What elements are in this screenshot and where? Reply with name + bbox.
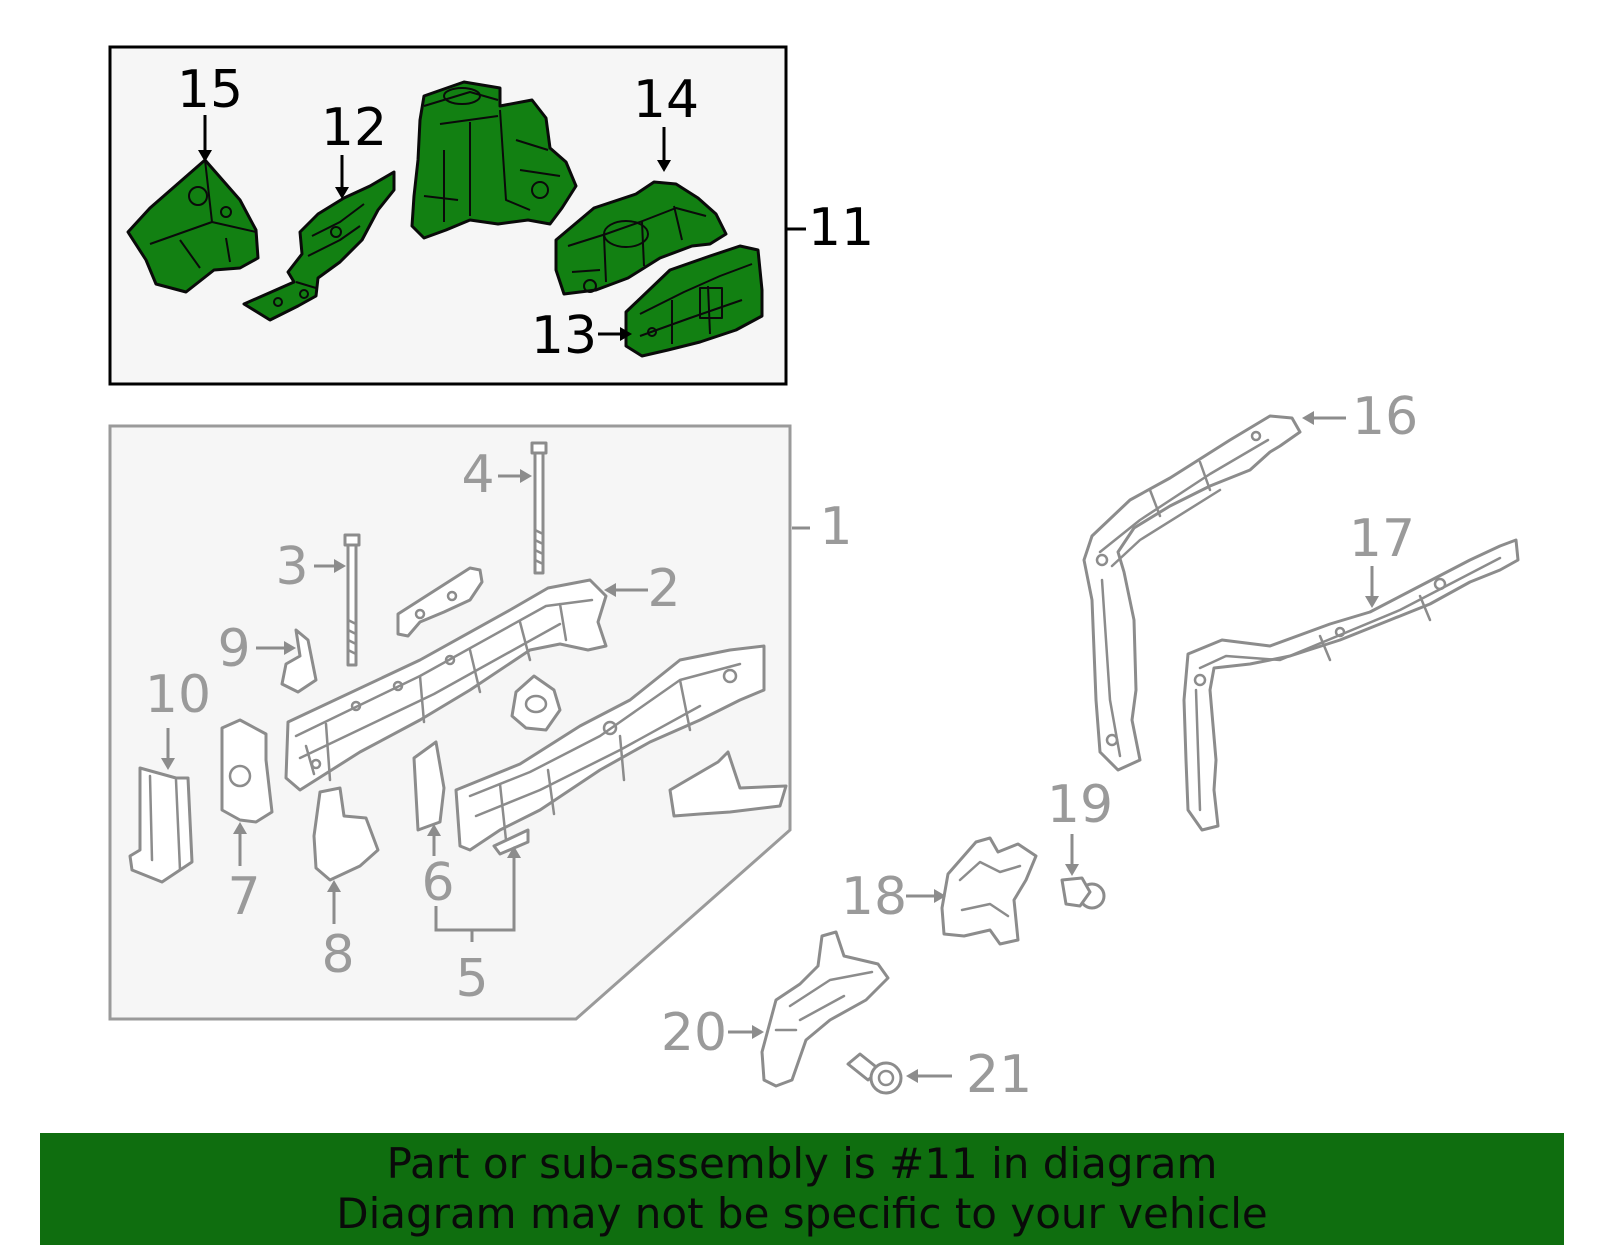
- callout-1: 1: [819, 497, 852, 557]
- part-15[interactable]: [126, 158, 260, 294]
- part-7-bracket[interactable]: [220, 718, 274, 824]
- part-12[interactable]: [242, 170, 396, 322]
- part-19-clip[interactable]: [1060, 876, 1106, 910]
- bracket-right[interactable]: [668, 750, 788, 818]
- callout-18: 18: [841, 867, 907, 927]
- callout-13: 13: [531, 306, 597, 366]
- part-9-bracket[interactable]: [280, 628, 318, 694]
- part-14[interactable]: [554, 180, 728, 296]
- part-20-bracket[interactable]: [760, 930, 890, 1088]
- callout-11: 11: [808, 198, 874, 258]
- callout-8: 8: [321, 925, 354, 985]
- assembly-11-group: 15 12 14 13 11: [108, 45, 874, 386]
- callout-6: 6: [421, 853, 454, 913]
- banner-line-2: Diagram may not be specific to your vehi…: [336, 1189, 1268, 1238]
- callout-20: 20: [661, 1003, 727, 1063]
- callout-5: 5: [455, 949, 488, 1009]
- callout-14: 14: [633, 70, 699, 130]
- part-5-rail[interactable]: [454, 644, 766, 856]
- part-10-bracket[interactable]: [128, 766, 194, 884]
- part-6-plate[interactable]: [412, 740, 446, 832]
- callout-19: 19: [1047, 775, 1113, 835]
- callout-15: 15: [177, 60, 243, 120]
- callout-10: 10: [145, 665, 211, 725]
- part-2-rail[interactable]: [284, 578, 608, 792]
- callout-9: 9: [217, 619, 250, 679]
- callout-12: 12: [321, 98, 387, 158]
- part-4-bolt[interactable]: [530, 441, 548, 575]
- part-18-bracket[interactable]: [940, 836, 1038, 946]
- part-16-rail[interactable]: [1082, 414, 1302, 772]
- callout-3: 3: [275, 537, 308, 597]
- callout-4: 4: [461, 445, 494, 505]
- notice-banner: Part or sub-assembly is #11 in diagram D…: [40, 1133, 1564, 1245]
- center-bracket[interactable]: [510, 674, 562, 732]
- callout-16: 16: [1352, 387, 1418, 447]
- strut-tower[interactable]: [410, 80, 578, 240]
- part-17-rail[interactable]: [1182, 538, 1520, 832]
- callout-17: 17: [1349, 509, 1415, 569]
- bracket-top[interactable]: [396, 566, 484, 638]
- callout-7: 7: [227, 867, 260, 927]
- assembly-1-group: 1 2 3 4 5 6 7 8 9 10: [108, 424, 853, 1021]
- callout-2: 2: [647, 559, 680, 619]
- banner-line-1: Part or sub-assembly is #11 in diagram: [386, 1139, 1218, 1188]
- part-8-bracket[interactable]: [312, 786, 380, 882]
- assembly-1-box: [108, 424, 792, 1021]
- part-21-bolt[interactable]: [846, 1052, 903, 1095]
- part-3-bolt[interactable]: [343, 533, 361, 667]
- callout-21: 21: [966, 1045, 1032, 1105]
- part-13[interactable]: [624, 244, 764, 358]
- loose-parts: 16 17 18 19 20 21: [661, 387, 1520, 1105]
